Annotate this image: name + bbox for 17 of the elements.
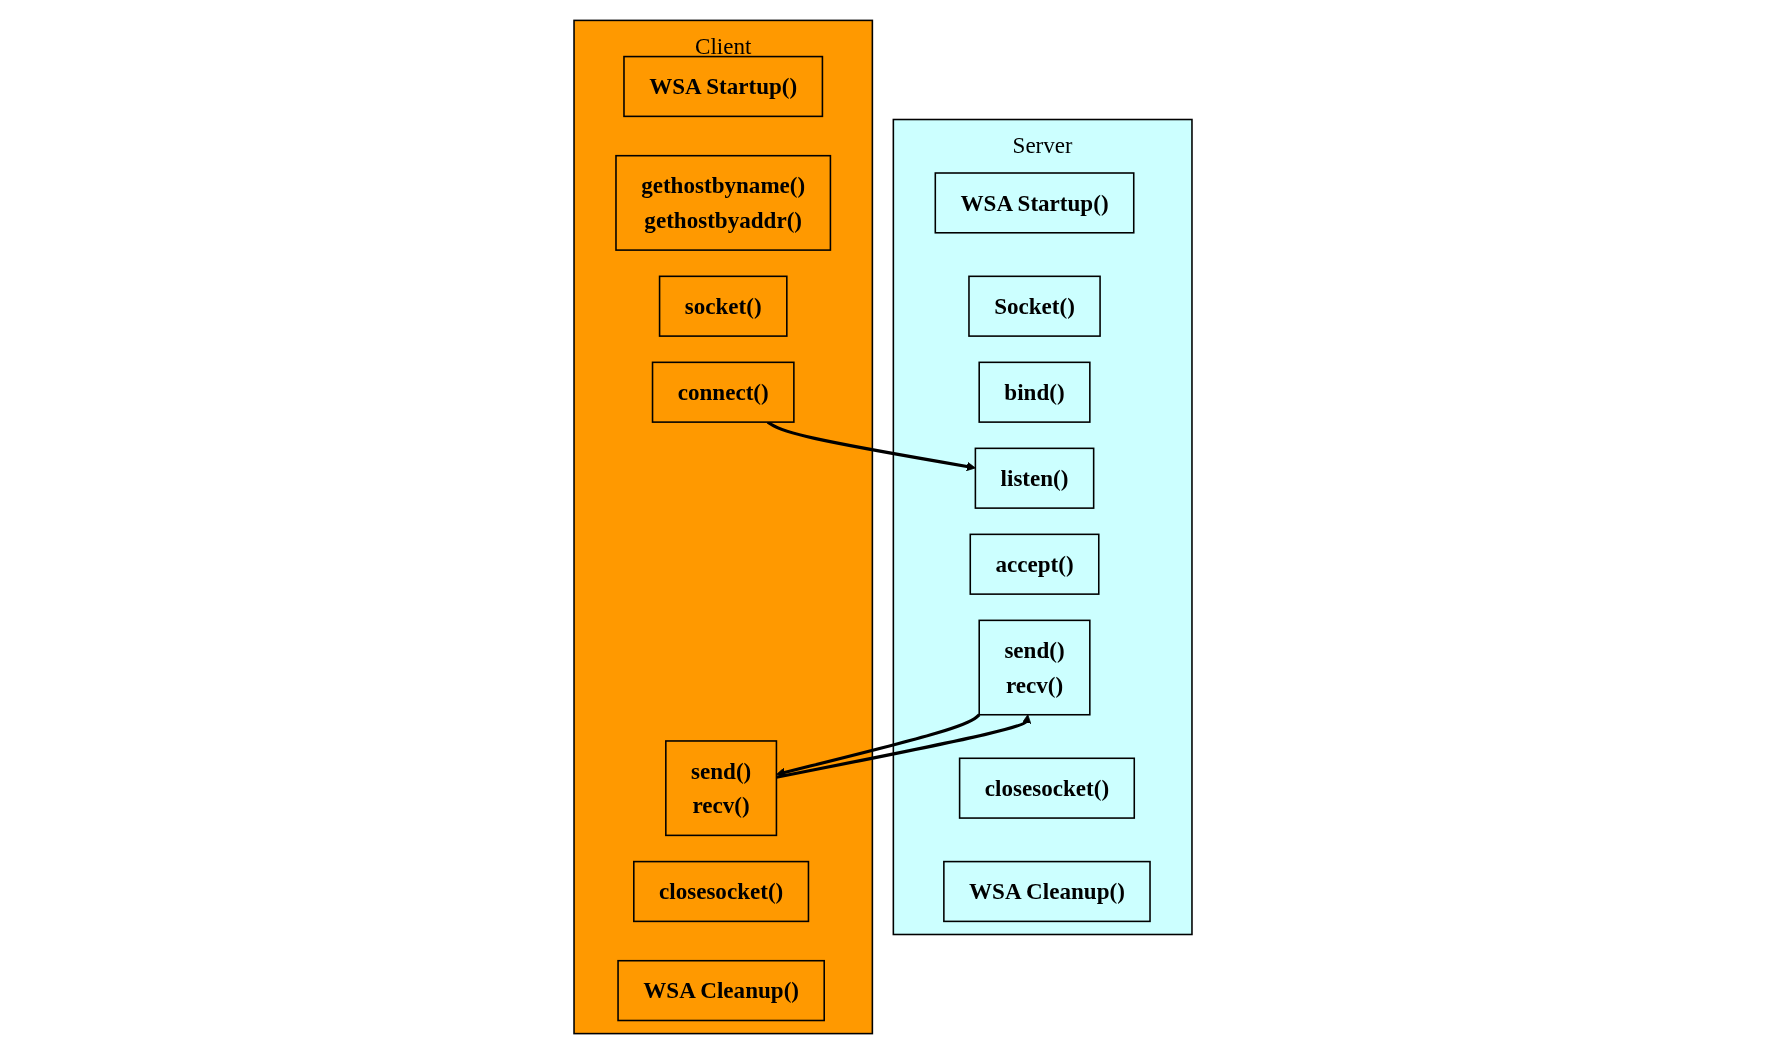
node-box: send() recv(): [665, 740, 778, 837]
node-box: closesocket(): [958, 757, 1136, 819]
node-box: WSA Cleanup(): [617, 959, 825, 1022]
node-box: WSA Cleanup(): [943, 860, 1151, 923]
node-box: Socket(): [968, 275, 1101, 337]
node-box: connect(): [651, 361, 795, 423]
node-box: accept(): [969, 533, 1100, 595]
arrow: [776, 713, 981, 777]
node-box: WSA Startup(): [934, 172, 1135, 234]
node-box: WSA Startup(): [623, 55, 824, 118]
node-box: send() recv(): [978, 619, 1091, 716]
node-box: listen(): [974, 447, 1095, 509]
arrow: [776, 714, 1032, 779]
node-box: closesocket(): [633, 860, 810, 923]
node-box: bind(): [978, 361, 1091, 423]
node-box: socket(): [658, 275, 788, 337]
node-box: gethostbyname() gethostbyaddr(): [615, 154, 832, 251]
